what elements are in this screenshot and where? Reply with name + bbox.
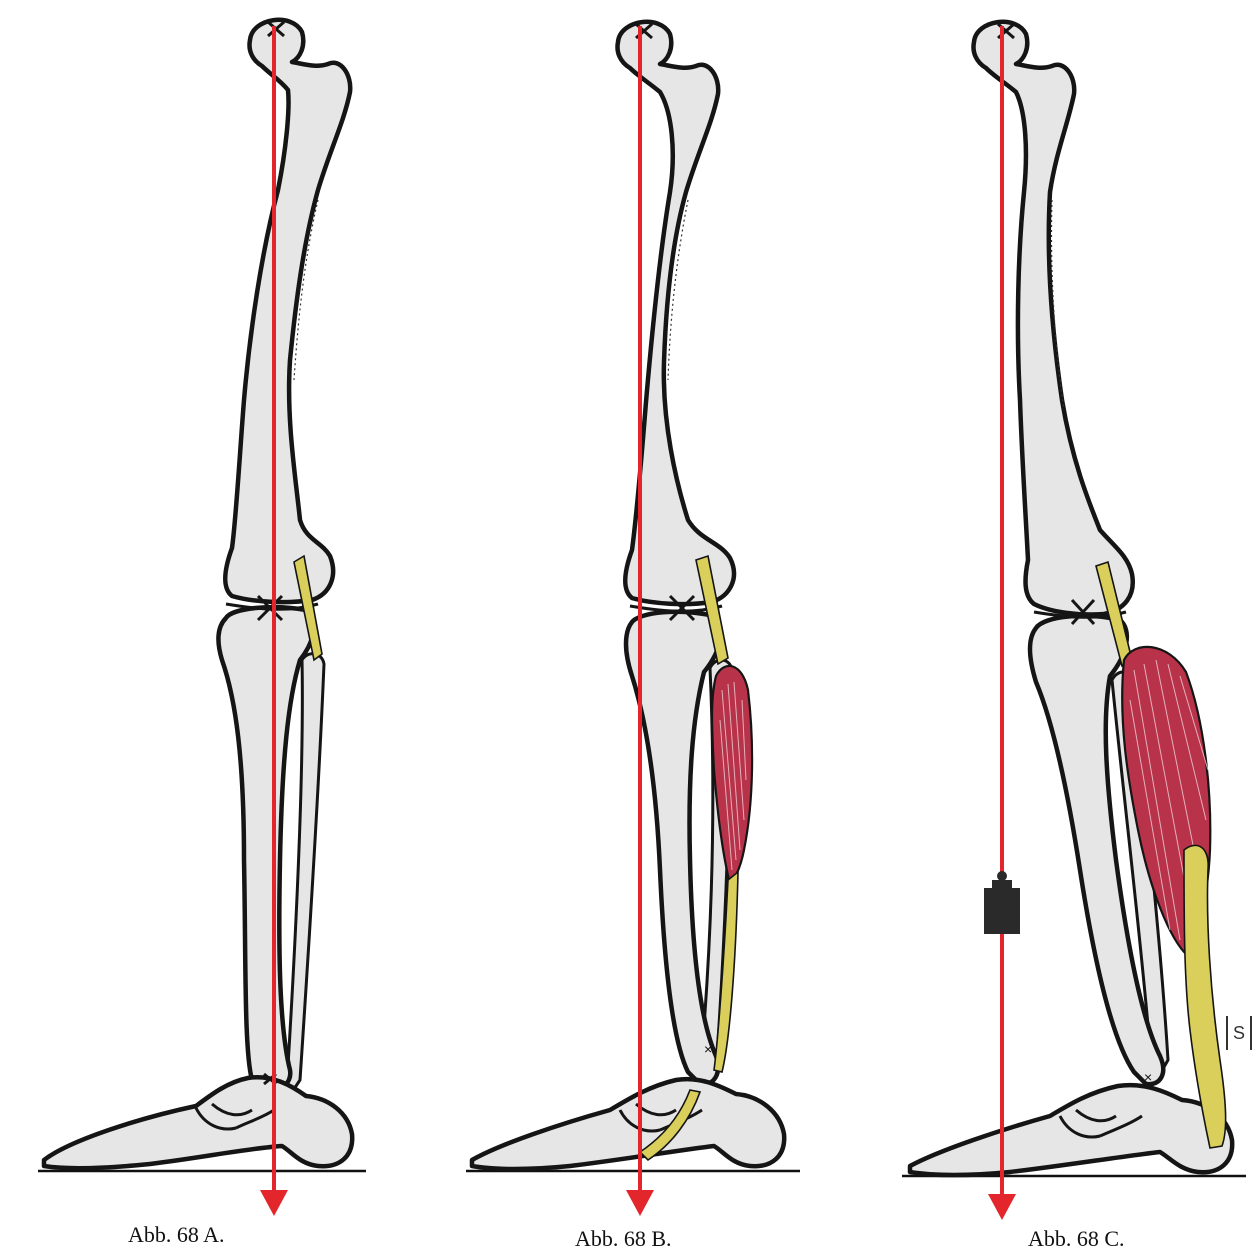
foot-b bbox=[472, 1079, 784, 1169]
figure-a bbox=[38, 20, 366, 1216]
artist-signature: S bbox=[1226, 1016, 1252, 1050]
arrow-head-c bbox=[988, 1194, 1016, 1220]
arrow-head-b bbox=[626, 1190, 654, 1216]
arrow-head-a bbox=[260, 1190, 288, 1216]
foot-a bbox=[44, 1077, 352, 1168]
femur-c bbox=[974, 22, 1133, 615]
caption-c: Abb. 68 C. bbox=[1028, 1226, 1125, 1252]
caption-b: Abb. 68 B. bbox=[575, 1226, 672, 1252]
weight-icon bbox=[984, 871, 1020, 934]
svg-text:×: × bbox=[704, 1041, 712, 1057]
figure-c: × bbox=[902, 22, 1246, 1220]
caption-a: Abb. 68 A. bbox=[128, 1222, 225, 1248]
femur-a bbox=[225, 20, 350, 602]
fibula-a bbox=[285, 654, 324, 1092]
femur-b bbox=[618, 22, 734, 604]
figure-b: × bbox=[466, 22, 800, 1216]
svg-text:×: × bbox=[1144, 1069, 1152, 1085]
